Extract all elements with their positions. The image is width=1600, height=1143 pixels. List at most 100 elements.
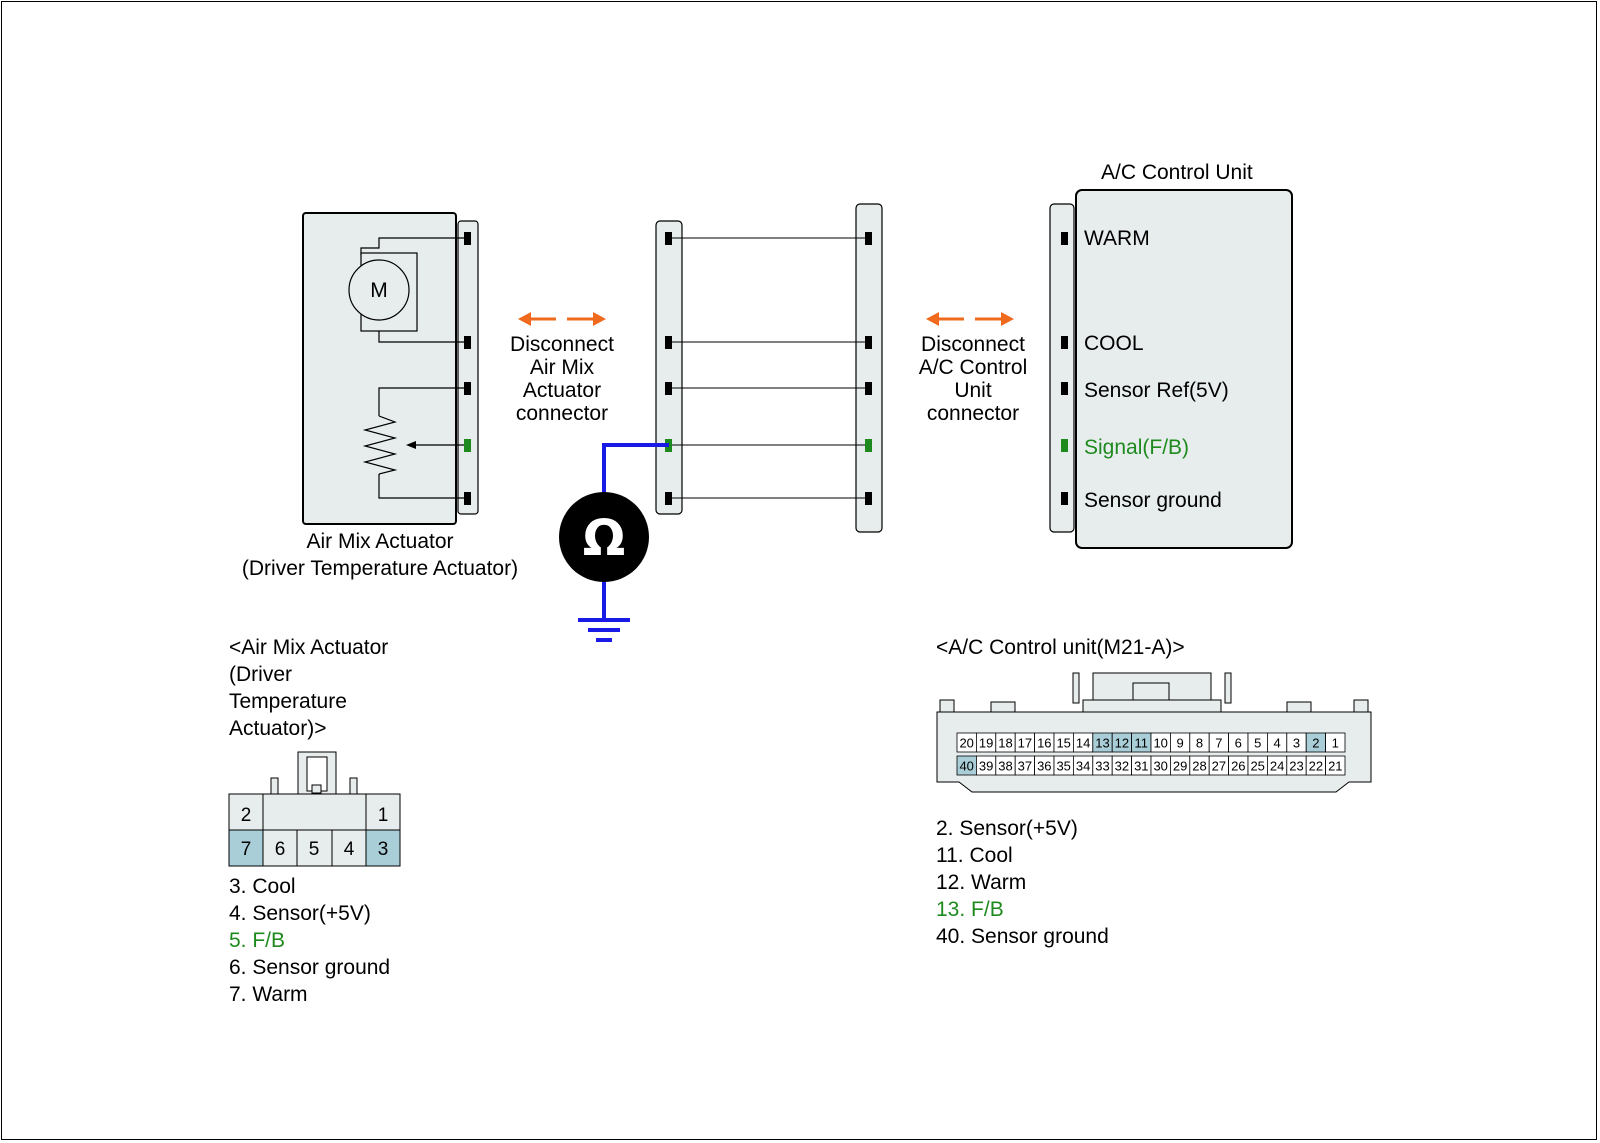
unit-pin-31: 31 xyxy=(1134,759,1148,774)
disconnect-right-line4: connector xyxy=(926,402,1020,425)
unit-pin-1: 1 xyxy=(1332,736,1339,751)
terminal-cool: COOL xyxy=(1084,332,1144,355)
unit-pin-legend: 2. Sensor(+5V) 11. Cool 12. Warm 13. F/B… xyxy=(936,815,1109,950)
actuator-connector-title-line3: Temperature xyxy=(229,690,347,713)
unit-pin-32: 32 xyxy=(1115,759,1129,774)
terminal-signal-fb: Signal(F/B) xyxy=(1084,436,1190,459)
actuator-legend-item: 4. Sensor(+5V) xyxy=(229,902,371,925)
disconnect-right-label: Disconnect A/C Control Unit connector xyxy=(903,333,1043,425)
actuator-body xyxy=(302,212,457,525)
actuator-pin-1: 1 xyxy=(378,805,389,826)
unit-pin-17: 17 xyxy=(1018,736,1032,751)
unit-pin-5: 5 xyxy=(1254,736,1261,751)
potentiometer-resistor xyxy=(362,415,398,475)
unit-pin-3: 3 xyxy=(1293,736,1300,751)
actuator-pin-4: 4 xyxy=(344,839,355,860)
unit-pin-18: 18 xyxy=(998,736,1012,751)
disconnect-right-line2: A/C Control xyxy=(918,356,1028,379)
unit-pin-14: 14 xyxy=(1076,736,1090,751)
unit-pin-11: 11 xyxy=(1135,736,1149,751)
unit-pin-6: 6 xyxy=(1235,736,1242,751)
unit-pin-28: 28 xyxy=(1192,759,1206,774)
unit-legend-item: 2. Sensor(+5V) xyxy=(936,817,1078,840)
unit-pin-21: 21 xyxy=(1328,759,1342,774)
unit-legend-item: 40. Sensor ground xyxy=(936,925,1109,948)
actuator-connector-strip xyxy=(457,220,479,515)
unit-legend-item: 11. Cool xyxy=(936,844,1013,867)
unit-connector-title: <A/C Control unit(M21-A)> xyxy=(936,636,1185,659)
actuator-connector-title-line1: <Air Mix Actuator xyxy=(229,636,389,659)
ohm-symbol: Ω xyxy=(583,509,626,567)
actuator-legend-item-fb: 5. F/B xyxy=(229,929,286,952)
unit-pin-10: 10 xyxy=(1153,736,1167,751)
unit-legend-item-fb: 13. F/B xyxy=(936,898,1004,921)
harness-connector-right xyxy=(855,203,883,533)
actuator-caption: Air Mix Actuator (Driver Temperature Act… xyxy=(230,528,530,582)
actuator-unit: M xyxy=(302,212,479,525)
terminal-sensor-ref: Sensor Ref(5V) xyxy=(1084,379,1229,402)
actuator-legend-item: 3. Cool xyxy=(229,875,296,898)
terminal-warm: WARM xyxy=(1084,227,1150,250)
unit-pin-35: 35 xyxy=(1056,759,1070,774)
unit-pin-8: 8 xyxy=(1196,736,1203,751)
harness-connector-left xyxy=(655,220,683,515)
actuator-pin-3: 3 xyxy=(378,839,389,860)
unit-pin-19: 19 xyxy=(979,736,993,751)
unit-pin-20: 20 xyxy=(959,736,973,751)
unit-pin-34: 34 xyxy=(1076,759,1090,774)
unit-pin-33: 33 xyxy=(1095,759,1109,774)
control-unit-connector-strip xyxy=(1049,203,1075,533)
unit-pin-cell xyxy=(1325,732,1346,753)
unit-pin-38: 38 xyxy=(998,759,1012,774)
actuator-pin-6: 6 xyxy=(275,839,286,860)
disconnect-arrow-right xyxy=(926,312,1014,326)
actuator-connector-title: <Air Mix Actuator (Driver Temperature Ac… xyxy=(229,634,388,742)
motor-label: M xyxy=(370,279,388,302)
harness xyxy=(655,203,883,533)
unit-pin-4: 4 xyxy=(1273,736,1280,751)
actuator-connector-title-line2: (Driver xyxy=(229,663,292,686)
unit-pin-2: 2 xyxy=(1312,736,1319,751)
unit-pin-36: 36 xyxy=(1037,759,1051,774)
unit-pin-15: 15 xyxy=(1056,736,1070,751)
unit-pin-25: 25 xyxy=(1250,759,1264,774)
wiper-arrow xyxy=(406,441,416,449)
unit-pin-23: 23 xyxy=(1289,759,1303,774)
unit-pin-16: 16 xyxy=(1037,736,1051,751)
disconnect-left-line3: Actuator xyxy=(522,379,602,402)
actuator-caption-line2: (Driver Temperature Actuator) xyxy=(241,557,519,580)
unit-pin-37: 37 xyxy=(1018,759,1032,774)
disconnect-left-line2: Air Mix xyxy=(529,356,595,379)
actuator-connector-title-line4: Actuator)> xyxy=(229,717,327,740)
actuator-legend-item: 6. Sensor ground xyxy=(229,956,391,979)
unit-pin-26: 26 xyxy=(1231,759,1245,774)
ohmmeter: Ω xyxy=(559,443,669,642)
ac-control-unit xyxy=(1049,189,1293,549)
actuator-pin-5: 5 xyxy=(309,839,320,860)
unit-pin-27: 27 xyxy=(1212,759,1226,774)
unit-pin-29: 29 xyxy=(1173,759,1187,774)
unit-pin-cell xyxy=(1325,755,1346,776)
disconnect-left-line1: Disconnect xyxy=(510,333,614,356)
unit-pin-40: 40 xyxy=(959,759,973,774)
unit-pin-39: 39 xyxy=(979,759,993,774)
control-unit-title: A/C Control Unit xyxy=(1101,161,1253,184)
unit-pin-7: 7 xyxy=(1215,736,1222,751)
ohmmeter-symbol xyxy=(559,492,649,582)
control-unit-body xyxy=(1075,189,1293,549)
disconnect-arrow-left xyxy=(518,312,606,326)
unit-pin-13: 13 xyxy=(1095,736,1109,751)
actuator-connector-face: 2 1 7 6 5 4 3 xyxy=(228,751,401,867)
actuator-caption-line1: Air Mix Actuator xyxy=(306,530,454,553)
unit-pin-9: 9 xyxy=(1176,736,1183,751)
disconnect-right-line1: Disconnect xyxy=(921,333,1025,356)
unit-pin-24: 24 xyxy=(1270,759,1284,774)
actuator-pin-2: 2 xyxy=(241,805,252,826)
unit-legend-item: 12. Warm xyxy=(936,871,1027,894)
unit-pin-12: 12 xyxy=(1115,736,1129,751)
actuator-pin-7: 7 xyxy=(241,839,252,860)
